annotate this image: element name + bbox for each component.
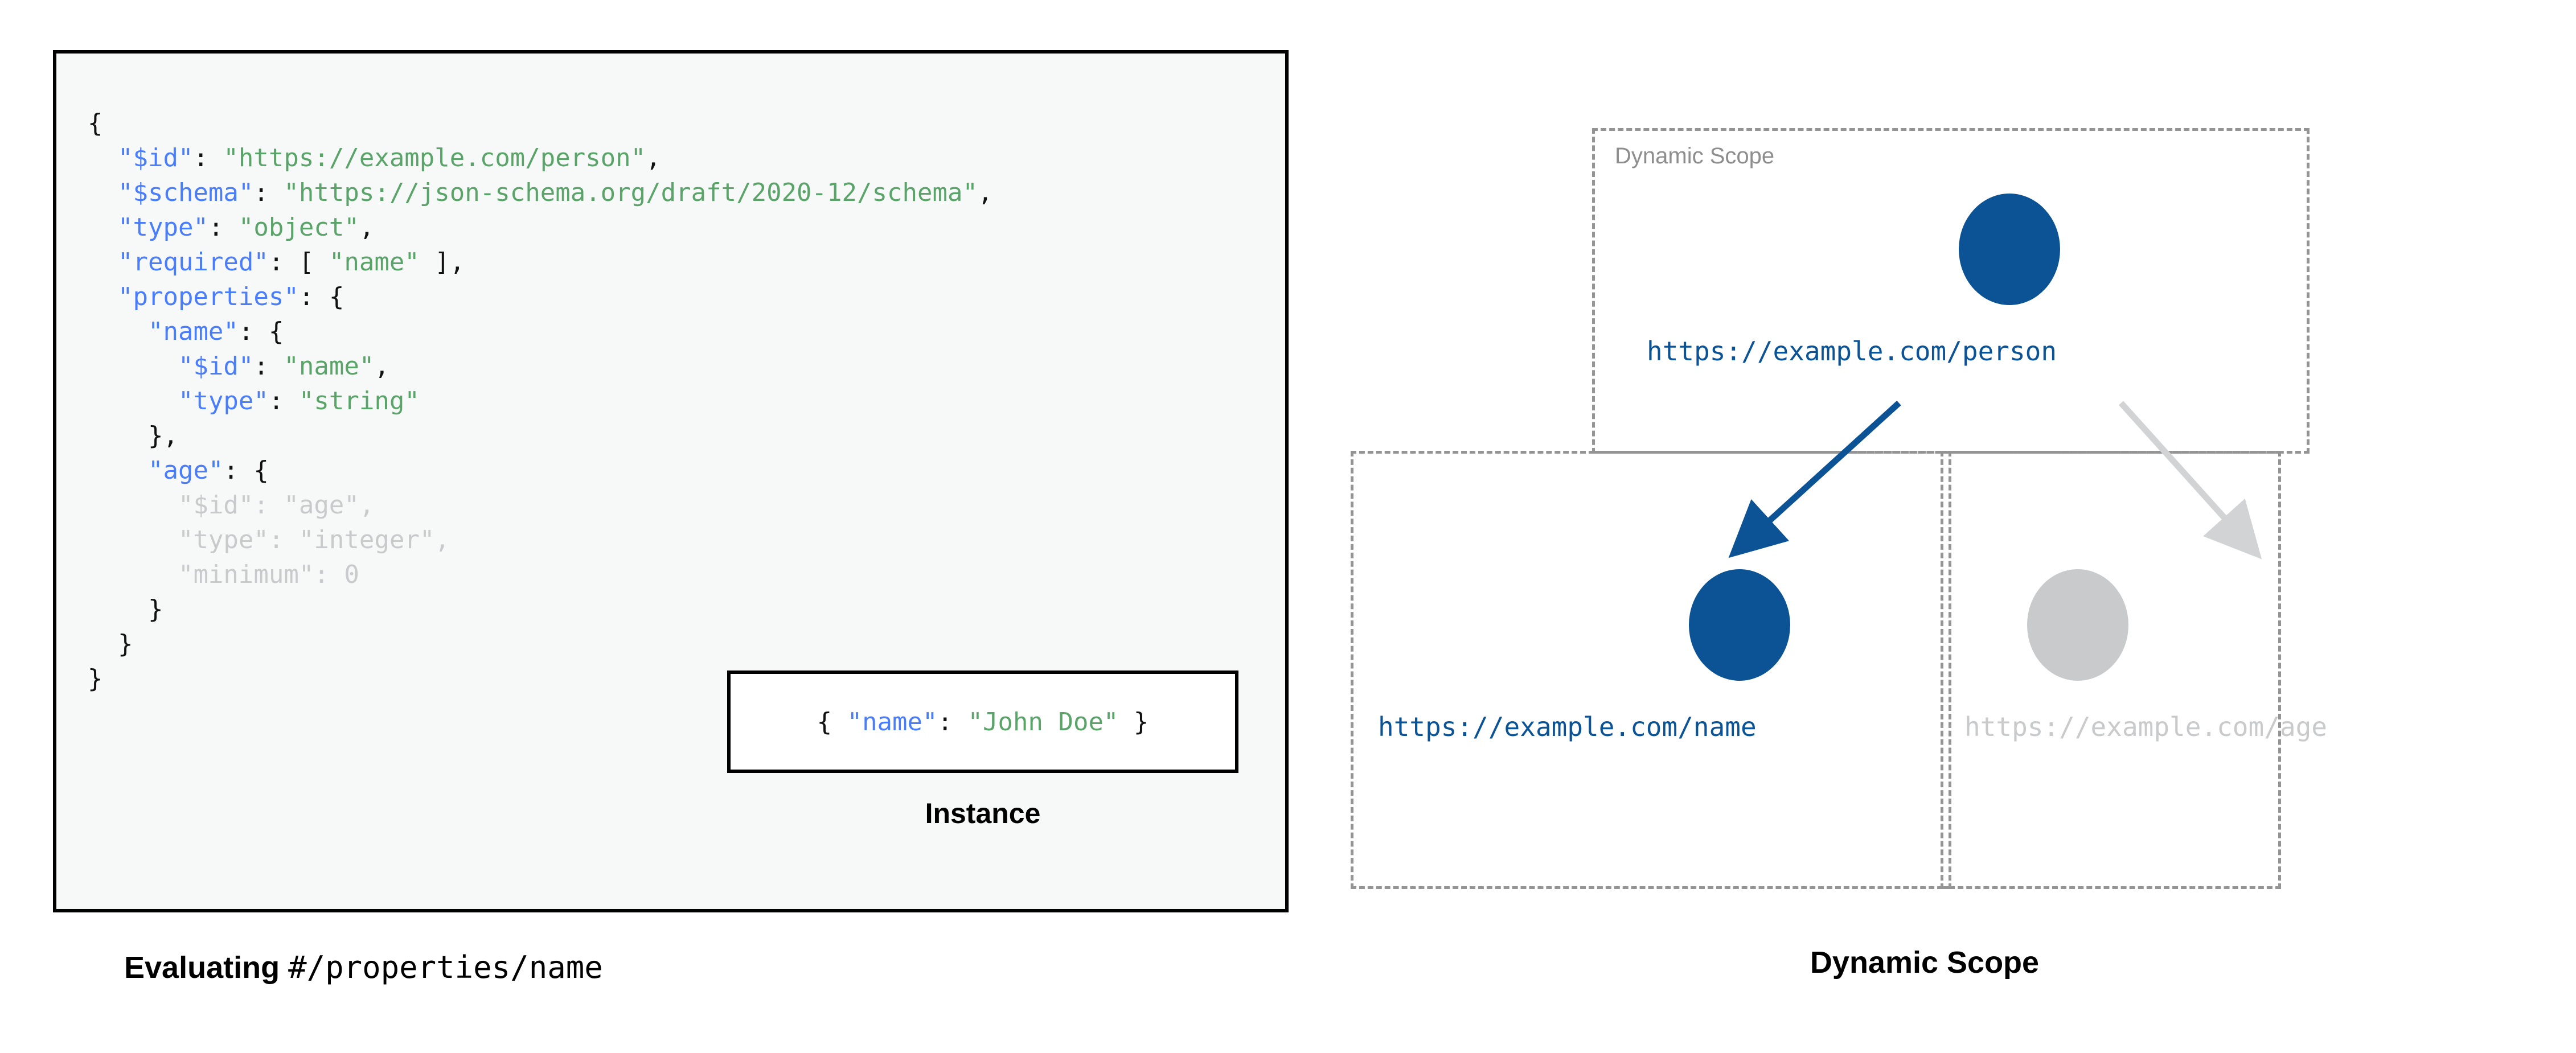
code-line: "type": "integer", bbox=[178, 525, 450, 554]
dynamic-scope-diagram: Dynamic Scope https://example.com/person… bbox=[1310, 68, 2540, 1036]
code-line: "name": { bbox=[147, 317, 284, 346]
code-line: "$id": "https://example.com/person", bbox=[117, 143, 661, 172]
evaluating-caption: Evaluating #/properties/name bbox=[124, 949, 603, 985]
node-circle-age bbox=[2027, 569, 2128, 681]
code-line: "type": "object", bbox=[117, 213, 375, 242]
node-label-name: https://example.com/name bbox=[1378, 711, 1757, 742]
code-line: "age": { bbox=[147, 456, 269, 485]
code-line: "$id": "name", bbox=[178, 352, 389, 381]
instance-box: { "name": "John Doe" } bbox=[727, 671, 1238, 773]
code-line: "properties": { bbox=[117, 282, 344, 311]
dynamic-scope-caption: Dynamic Scope bbox=[1810, 945, 2040, 980]
code-line: } bbox=[88, 664, 103, 693]
node-label-age: https://example.com/age bbox=[1964, 711, 2327, 742]
dynamic-scope-box-left bbox=[1351, 451, 1951, 889]
edge-person-to-age bbox=[2118, 401, 2262, 560]
json-schema-panel: { "$id": "https://example.com/person", "… bbox=[53, 50, 1289, 912]
node-circle-name bbox=[1689, 569, 1790, 681]
code-line: "required": [ "name" ], bbox=[117, 248, 465, 277]
evaluating-caption-pointer: #/properties/name bbox=[288, 949, 603, 985]
dynamic-scope-box-right bbox=[1941, 451, 2281, 889]
code-line: "minimum": 0 bbox=[178, 560, 359, 589]
node-circle-person bbox=[1959, 194, 2060, 305]
edge-person-to-name bbox=[1728, 400, 1901, 558]
node-label-person: https://example.com/person bbox=[1647, 336, 2057, 367]
evaluating-caption-prefix: Evaluating bbox=[124, 951, 289, 985]
code-line: } bbox=[88, 630, 133, 659]
code-line: }, bbox=[88, 421, 178, 450]
code-line: "$schema": "https://json-schema.org/draf… bbox=[117, 178, 993, 207]
code-line: "type": "string" bbox=[178, 386, 420, 416]
code-line: } bbox=[88, 595, 163, 624]
code-line: { bbox=[88, 109, 103, 138]
dynamic-scope-box-label: Dynamic Scope bbox=[1615, 143, 1775, 168]
edge-arrows-layer bbox=[1728, 400, 2262, 560]
json-schema-code: { "$id": "https://example.com/person", "… bbox=[88, 106, 992, 696]
instance-code: { "name": "John Doe" } bbox=[817, 707, 1149, 737]
instance-caption: Instance bbox=[925, 797, 1041, 829]
code-line: "$id": "age", bbox=[178, 491, 375, 520]
